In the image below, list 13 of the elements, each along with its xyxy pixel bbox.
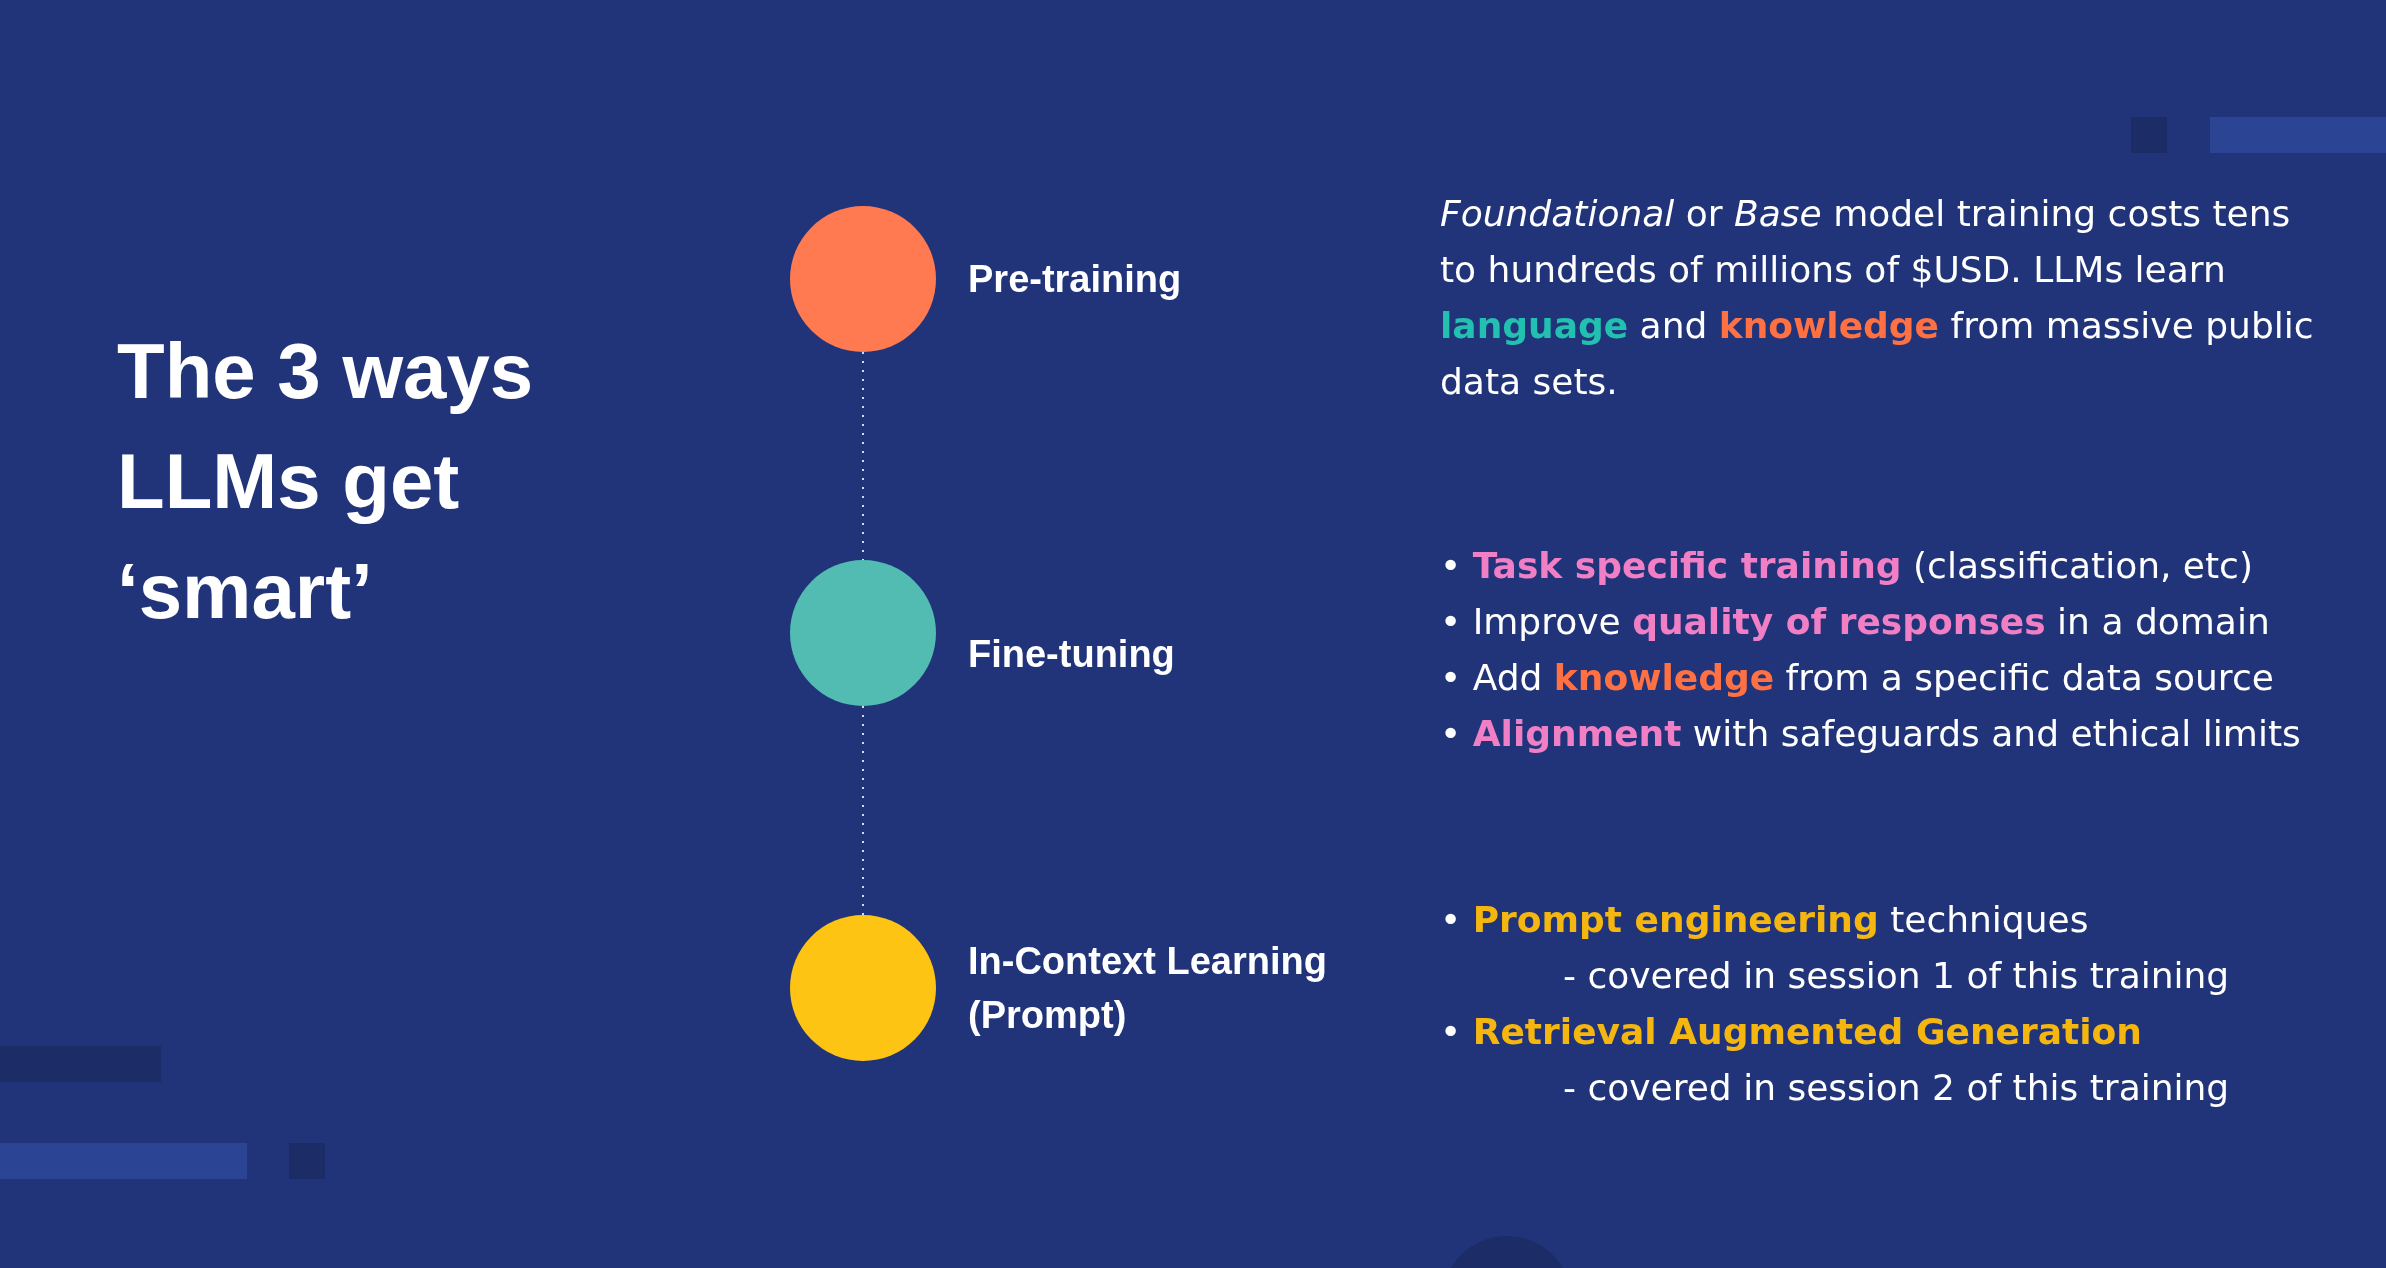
stage-label: Fine-tuning <box>968 632 1176 677</box>
description-text: Foundational or Base model training costs tens to hundreds of millions of $USD. LLMs learn language and knowledge from massive public data sets. <box>1440 192 2315 404</box>
bullet-item: • Retrieval Augmented Generation <box>1440 1010 2142 1054</box>
title-text: The 3 ways LLMs get ‘smart’ <box>117 326 535 637</box>
bullet-item: • Prompt engineering techniques <box>1440 898 2089 942</box>
stage-label: Pre-training <box>968 257 1183 302</box>
sub-item: - covered in session 1 of this training <box>1563 954 2230 998</box>
bullet-item: • Task specific training (classification, etc) <box>1440 544 2253 588</box>
bullet-item: • Alignment with safeguards and ethical limits <box>1440 712 2301 756</box>
bullet-item: • Improve quality of responses in a domain <box>1440 600 2270 644</box>
sub-item: - covered in session 2 of this training <box>1563 1066 2230 1110</box>
bullet-item: • Add knowledge from a specific data source <box>1440 656 2274 700</box>
stage-label: In-Context Learning (Prompt) <box>968 939 1328 1038</box>
